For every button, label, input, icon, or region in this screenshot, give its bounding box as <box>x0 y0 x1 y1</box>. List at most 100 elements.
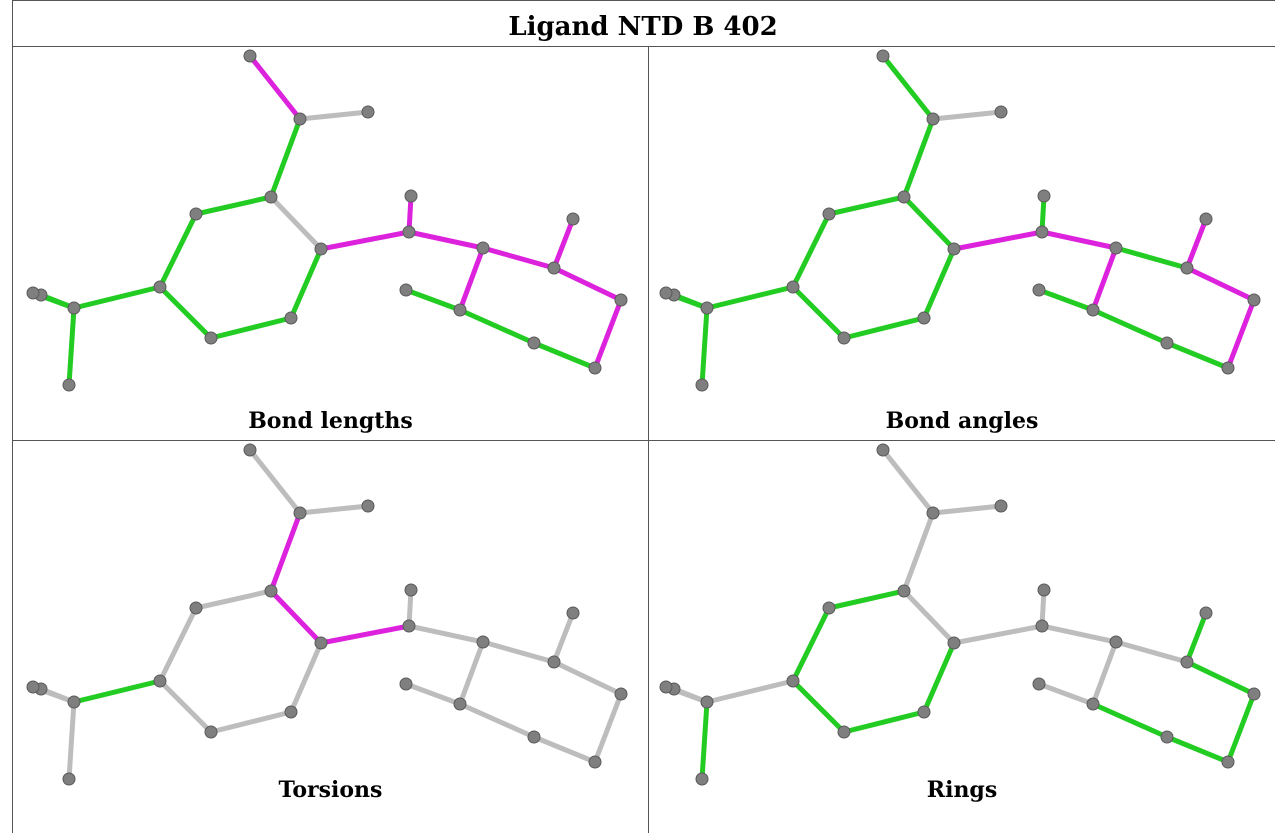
atom <box>1247 293 1261 307</box>
atom <box>588 361 602 375</box>
frame-top-border <box>12 0 1275 1</box>
bond <box>951 229 1045 252</box>
bond <box>551 610 576 665</box>
bond <box>841 315 927 341</box>
atom <box>614 293 628 307</box>
atom <box>153 674 167 688</box>
atom <box>917 311 931 325</box>
bond <box>406 229 486 251</box>
atom <box>476 241 490 255</box>
atom <box>284 311 298 325</box>
bond <box>247 53 303 122</box>
atom <box>204 725 218 739</box>
atom <box>26 680 40 694</box>
atom <box>243 49 257 63</box>
bond <box>208 709 294 735</box>
bond <box>531 340 598 371</box>
atom <box>1160 336 1174 350</box>
atom <box>566 212 580 226</box>
bond <box>457 307 537 346</box>
atom <box>402 619 416 633</box>
atom <box>876 49 890 63</box>
bond <box>699 305 710 388</box>
bond <box>921 246 957 321</box>
atom <box>1037 583 1051 597</box>
molecule-view <box>26 443 628 786</box>
bond <box>704 284 796 311</box>
bond <box>457 245 486 313</box>
atom <box>926 506 940 520</box>
bond <box>157 605 199 684</box>
panel-bond-angles: Bond angles <box>649 47 1275 440</box>
atom <box>700 695 714 709</box>
bond <box>1184 610 1209 665</box>
column-divider <box>648 46 649 833</box>
atom <box>1180 261 1194 275</box>
atom <box>1221 361 1235 375</box>
bond <box>288 640 324 715</box>
bond <box>193 588 274 611</box>
bond <box>66 699 77 782</box>
atom <box>26 286 40 300</box>
atom <box>897 584 911 598</box>
bond <box>1184 265 1257 303</box>
bond <box>403 287 463 313</box>
bond <box>193 194 274 217</box>
atom <box>822 601 836 615</box>
atom <box>1199 212 1213 226</box>
atom <box>361 105 375 119</box>
atom <box>1221 755 1235 769</box>
bond <box>268 588 324 646</box>
atom <box>284 705 298 719</box>
bond <box>1225 691 1257 765</box>
bond <box>208 315 294 341</box>
atom <box>1199 606 1213 620</box>
bond <box>551 216 576 271</box>
atom <box>588 755 602 769</box>
bond <box>406 623 486 645</box>
atom <box>1032 677 1046 691</box>
bond <box>790 678 847 735</box>
atom <box>293 506 307 520</box>
atom <box>822 207 836 221</box>
atom <box>1109 241 1123 255</box>
bond <box>790 211 832 290</box>
bond <box>951 623 1045 646</box>
bond <box>480 245 557 271</box>
atom <box>926 112 940 126</box>
bond <box>699 699 710 782</box>
atom <box>62 378 76 392</box>
atom <box>897 190 911 204</box>
bond <box>1090 639 1119 707</box>
bond <box>66 305 77 388</box>
bond <box>268 194 324 252</box>
panel-torsions: Torsions <box>13 441 648 833</box>
atom <box>189 601 203 615</box>
bond <box>1184 659 1257 697</box>
atom <box>994 499 1008 513</box>
bond <box>930 503 1004 516</box>
bond <box>1164 734 1231 765</box>
bond <box>841 709 927 735</box>
bond <box>71 284 163 311</box>
panel-caption: Torsions <box>278 777 383 803</box>
atom <box>361 499 375 513</box>
atom <box>204 331 218 345</box>
bond <box>157 284 214 341</box>
ligand-title: Ligand NTD B 402 <box>508 12 778 42</box>
bond <box>1090 245 1119 313</box>
atom <box>566 606 580 620</box>
atom <box>547 655 561 669</box>
bond <box>318 229 412 252</box>
bond <box>71 678 163 705</box>
atom <box>399 283 413 297</box>
atom <box>67 695 81 709</box>
bond <box>288 246 324 321</box>
bond <box>157 678 214 735</box>
bond <box>403 681 463 707</box>
bond <box>880 53 936 122</box>
atom <box>837 725 851 739</box>
atom <box>695 772 709 786</box>
atom <box>614 687 628 701</box>
bond <box>901 116 936 200</box>
